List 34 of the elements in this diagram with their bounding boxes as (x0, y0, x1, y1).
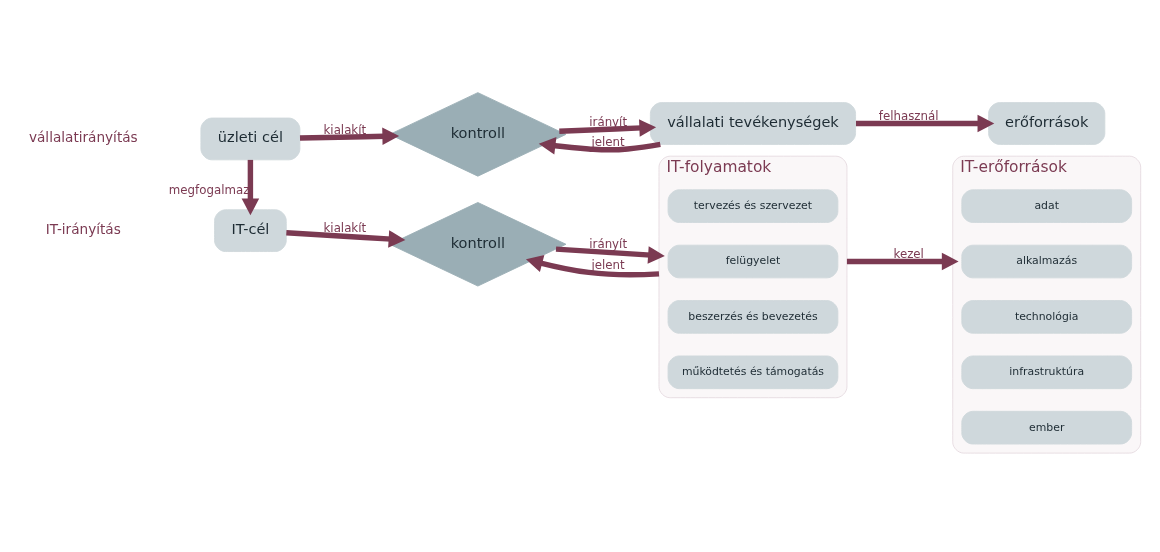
edge-label: irányít (589, 236, 628, 251)
node-box: technológia (961, 299, 1133, 334)
edge-label: kialakít (323, 220, 367, 235)
node-box: üzleti cél (200, 117, 301, 160)
arrow (846, 252, 959, 270)
label: IT-irányítás (45, 220, 121, 237)
arrow (525, 254, 660, 277)
label: vállalatirányítás (28, 128, 138, 145)
edge-label: jelent (591, 257, 625, 272)
node-box: ember (961, 410, 1133, 444)
arrow (559, 118, 657, 137)
node-box: tervezés és szervezet (667, 188, 839, 223)
edge-label: irányít (589, 114, 628, 129)
edge-label: felhasznál (878, 108, 939, 123)
arrow (286, 229, 406, 248)
node-box: IT-cél (214, 208, 287, 252)
edge-label: kialakít (323, 122, 367, 137)
node-box: infrastruktúra (961, 355, 1133, 389)
arrow (299, 127, 400, 145)
edge-label: kezel (893, 246, 924, 261)
edge-label: megfogalmaz (168, 182, 250, 197)
node-box: működtetés és támogatás (667, 355, 839, 389)
arrow (856, 114, 995, 132)
node-box: felügyelet (667, 244, 839, 278)
arrow (241, 159, 260, 215)
node-box: adat (961, 188, 1133, 223)
arrow (555, 245, 665, 264)
node-box: vállalati tevékenységek (649, 101, 857, 145)
node-box: beszerzés és bevezetés (667, 299, 839, 334)
arrow (538, 136, 661, 155)
node-diamond: kontroll (389, 91, 567, 177)
node-box: erőforrások (988, 101, 1106, 145)
node-box: alkalmazás (961, 244, 1133, 278)
edge-label: jelent (591, 134, 625, 149)
